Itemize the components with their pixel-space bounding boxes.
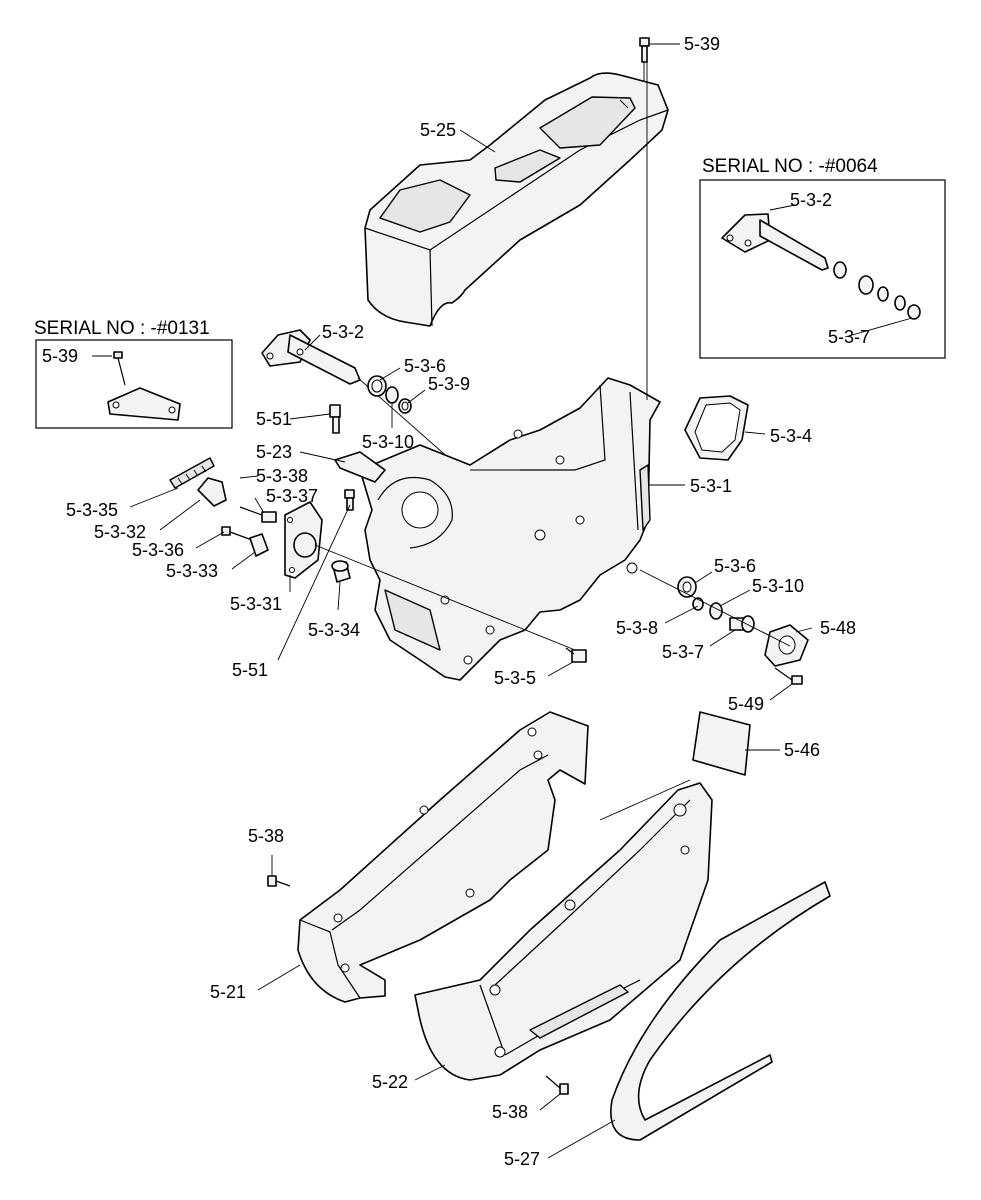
callout-5-3-2: 5-3-2	[322, 322, 364, 342]
bolt-5-3-36	[221, 526, 253, 541]
boot-5-3-4	[684, 395, 749, 461]
callout-5-3-10-right: 5-3-10	[752, 576, 804, 596]
side-cover-5-22	[414, 779, 713, 1081]
serial-title-0064: SERIAL NO : -#0064	[702, 156, 878, 177]
screw-5-38-left	[267, 875, 291, 887]
label-plate-5-46	[692, 711, 751, 776]
callout-5-38-bottom: 5-38	[492, 1102, 528, 1122]
callout-5-51-bottom: 5-51	[232, 660, 268, 680]
guide-line-right	[639, 569, 791, 647]
callout-5-51-top: 5-51	[256, 409, 292, 429]
callout-5-27: 5-27	[504, 1149, 540, 1169]
callout-5-3-33: 5-3-33	[166, 561, 218, 581]
washer-5-3-10-top	[385, 386, 399, 404]
bracket-5-3-31	[284, 501, 323, 579]
spring-5-3-35	[169, 457, 215, 489]
callout-5-48: 5-48	[820, 618, 856, 638]
main-frame-5-3-1	[359, 377, 661, 681]
console-cover-5-25	[364, 72, 669, 327]
leader-lines	[92, 43, 913, 1159]
nipple-5-51-bottom	[344, 489, 355, 511]
shaft-5-3-7	[729, 615, 755, 633]
callout-5-25: 5-25	[420, 120, 456, 140]
nipple-5-51-top	[329, 404, 341, 434]
callout-5-3-35: 5-3-35	[66, 500, 118, 520]
callout-5-3-31: 5-3-31	[230, 594, 282, 614]
bolt-5-3-5	[565, 647, 587, 663]
callout-5-38-left: 5-38	[248, 826, 284, 846]
callout-5-3-7-right: 5-3-7	[662, 642, 704, 662]
inset-serial-0064	[699, 179, 946, 359]
bolt-5-49	[774, 667, 803, 685]
callout-5-46: 5-46	[784, 740, 820, 760]
callout-5-23: 5-23	[256, 442, 292, 462]
ring-5-3-9	[398, 398, 412, 414]
callout-5-3-38: 5-3-38	[256, 466, 308, 486]
callout-5-3-2-inset: 5-3-2	[790, 190, 832, 210]
callout-5-3-6-top: 5-3-6	[404, 356, 446, 376]
callout-5-3-9: 5-3-9	[428, 374, 470, 394]
callout-5-3-34: 5-3-34	[308, 620, 360, 640]
pivot-bracket-5-3-2	[261, 329, 461, 469]
guide-line-left	[314, 544, 576, 651]
serial-title-0131: SERIAL NO : -#0131	[34, 318, 210, 339]
callout-5-3-6-right: 5-3-6	[714, 556, 756, 576]
callout-5-21: 5-21	[210, 982, 246, 1002]
callout-5-3-5: 5-3-5	[494, 668, 536, 688]
callout-5-3-36: 5-3-36	[132, 540, 184, 560]
bushing-5-3-6-top	[367, 375, 387, 397]
callout-5-3-8: 5-3-8	[616, 618, 658, 638]
screw-5-38-bottom	[545, 1075, 569, 1095]
callout-5-3-1: 5-3-1	[690, 476, 732, 496]
plate-5-23	[334, 451, 386, 483]
callout-5-3-7-inset: 5-3-7	[828, 327, 870, 347]
inset-serial-0131	[35, 339, 233, 429]
callout-5-3-4: 5-3-4	[770, 426, 812, 446]
block-5-3-33	[249, 533, 269, 557]
trim-5-27	[610, 881, 831, 1141]
side-cover-5-21	[297, 711, 589, 1003]
callout-5-22: 5-22	[372, 1072, 408, 1092]
callout-5-39-top: 5-39	[684, 34, 720, 54]
callout-5-49: 5-49	[728, 694, 764, 714]
callout-5-39-inset: 5-39	[42, 346, 78, 366]
clip-5-3-37	[261, 511, 277, 523]
bushing-5-3-34	[331, 560, 351, 583]
knob-5-3-32	[197, 477, 227, 507]
callout-5-3-10-top: 5-3-10	[362, 432, 414, 452]
callout-5-3-37: 5-3-37	[266, 486, 318, 506]
callout-5-3-32: 5-3-32	[94, 522, 146, 542]
cap-5-48	[764, 624, 809, 667]
